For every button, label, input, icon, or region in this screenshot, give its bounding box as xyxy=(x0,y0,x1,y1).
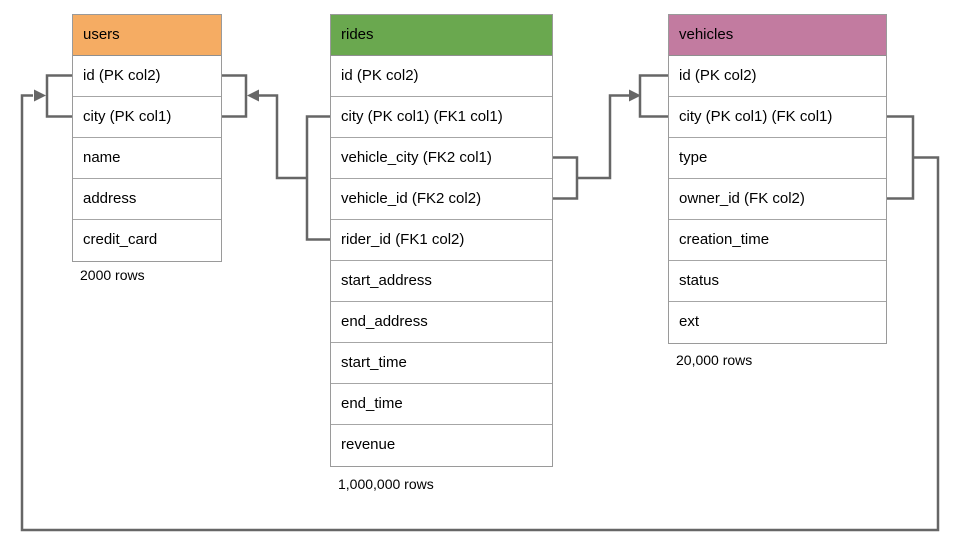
column-row: city (PK col1) (FK col1) xyxy=(669,97,886,138)
column-row: address xyxy=(73,179,221,220)
fk-connector-rides-to-vehicles xyxy=(553,74,668,200)
column-row: id (PK col2) xyxy=(669,56,886,97)
column-row: vehicle_id (FK2 col2) xyxy=(331,179,552,220)
column-row: credit_card xyxy=(83,231,158,248)
column-row: id (PK col2) xyxy=(331,56,552,97)
fk-connector-rides-to-users xyxy=(222,74,330,241)
arrowhead-right-icon xyxy=(34,89,46,102)
users-right-bracket xyxy=(222,74,248,118)
column-row: vehicle_city (FK2 col1) xyxy=(331,138,552,179)
column-row: city (PK col1) xyxy=(73,97,221,138)
column-row: start_time xyxy=(331,343,552,384)
table-vehicles: vehicles id (PK col2) city (PK col1) (FK… xyxy=(668,14,887,344)
rides-right-bracket xyxy=(553,156,579,200)
fk1-path xyxy=(250,94,307,180)
column-row: type xyxy=(669,138,886,179)
vehicles-row-count-label: 20,000 rows xyxy=(676,352,753,368)
column-row: end_time xyxy=(331,384,552,425)
table-rides-header: rides xyxy=(331,15,552,56)
rides-row-count-label: 1,000,000 rows xyxy=(338,476,434,492)
column-row: owner_id (FK col2) xyxy=(669,179,886,220)
users-row-count-label: 2000 rows xyxy=(80,267,145,283)
column-row: creation_time xyxy=(669,220,886,261)
column-row: rider_id (FK1 col2) xyxy=(331,220,552,261)
column-row: start_address xyxy=(331,261,552,302)
fk2-path xyxy=(577,94,637,180)
arrowhead-left-icon xyxy=(247,89,259,102)
table-users-header: users xyxy=(73,15,221,56)
column-row: name xyxy=(73,138,221,179)
users-left-bracket xyxy=(45,74,72,118)
column-row: id (PK col2) xyxy=(73,56,221,97)
column-row: revenue xyxy=(341,436,396,453)
arrowhead-right-icon xyxy=(629,89,641,102)
rides-left-bracket xyxy=(305,115,330,241)
vehicles-left-bracket xyxy=(638,74,668,118)
table-vehicles-header: vehicles xyxy=(669,15,886,56)
vehicles-right-bracket xyxy=(887,115,915,200)
column-row: status xyxy=(669,261,886,302)
column-row: city (PK col1) (FK1 col1) xyxy=(331,97,552,138)
table-rides: rides id (PK col2) city (PK col1) (FK1 c… xyxy=(330,14,553,467)
column-row: end_address xyxy=(331,302,552,343)
table-users: users id (PK col2) city (PK col1) name a… xyxy=(72,14,222,262)
column-row: ext xyxy=(679,313,700,330)
